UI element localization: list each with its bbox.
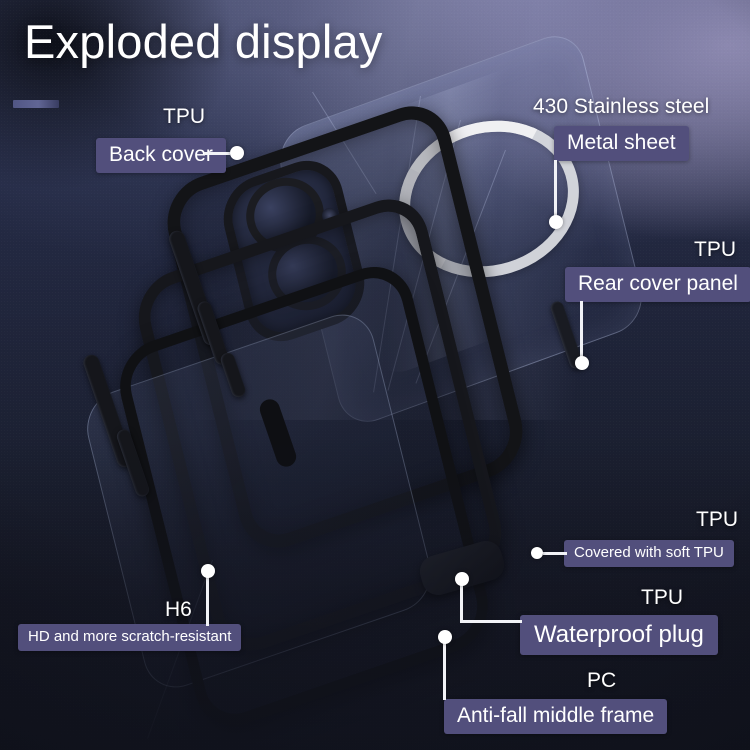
leader-line-waterproof-plug-h <box>460 620 522 623</box>
callout-material-back-cover: TPU <box>163 105 205 128</box>
callout-material-tempered-glass: H6 <box>165 598 192 621</box>
callout-material-rear-cover-panel: TPU <box>694 238 736 261</box>
callout-label-metal-sheet[interactable]: Metal sheet <box>554 126 689 162</box>
callout-label-rear-cover-panel[interactable]: Rear cover panel <box>565 267 750 303</box>
leader-line-waterproof-plug-v <box>460 578 463 623</box>
callout-material-metal-sheet: 430 Stainless steel <box>533 95 710 118</box>
callout-material-covered-soft-tpu: TPU <box>696 508 738 531</box>
decorative-bar <box>13 100 59 108</box>
leader-line-covered-soft-tpu <box>543 552 567 555</box>
page-title: Exploded display <box>24 15 383 68</box>
leader-dot-waterproof-plug <box>455 572 469 586</box>
callout-material-waterproof-plug: TPU <box>641 586 683 609</box>
leader-dot-rear-cover-panel <box>575 356 589 370</box>
callout-label-tempered-glass[interactable]: HD and more scratch-resistant <box>18 624 242 651</box>
leader-line-back-cover <box>204 152 230 155</box>
callout-label-covered-soft-tpu[interactable]: Covered with soft TPU <box>564 540 734 567</box>
callout-label-anti-fall-middle-frame[interactable]: Anti-fall middle frame <box>444 699 668 735</box>
leader-dot-tempered-glass <box>201 564 215 578</box>
callout-label-back-cover[interactable]: Back cover <box>96 138 226 174</box>
leader-line-tempered-glass <box>206 572 209 626</box>
leader-line-rear-cover-panel <box>580 301 583 359</box>
leader-dot-back-cover <box>230 146 244 160</box>
callout-label-waterproof-plug[interactable]: Waterproof plug <box>520 615 718 656</box>
callout-material-anti-fall-middle-frame: PC <box>587 669 617 692</box>
leader-line-anti-fall-middle-frame <box>443 638 446 700</box>
leader-dot-anti-fall-middle-frame <box>438 630 452 644</box>
leader-dot-covered-soft-tpu <box>531 547 543 559</box>
leader-line-metal-sheet <box>554 160 557 218</box>
leader-dot-metal-sheet <box>549 215 563 229</box>
